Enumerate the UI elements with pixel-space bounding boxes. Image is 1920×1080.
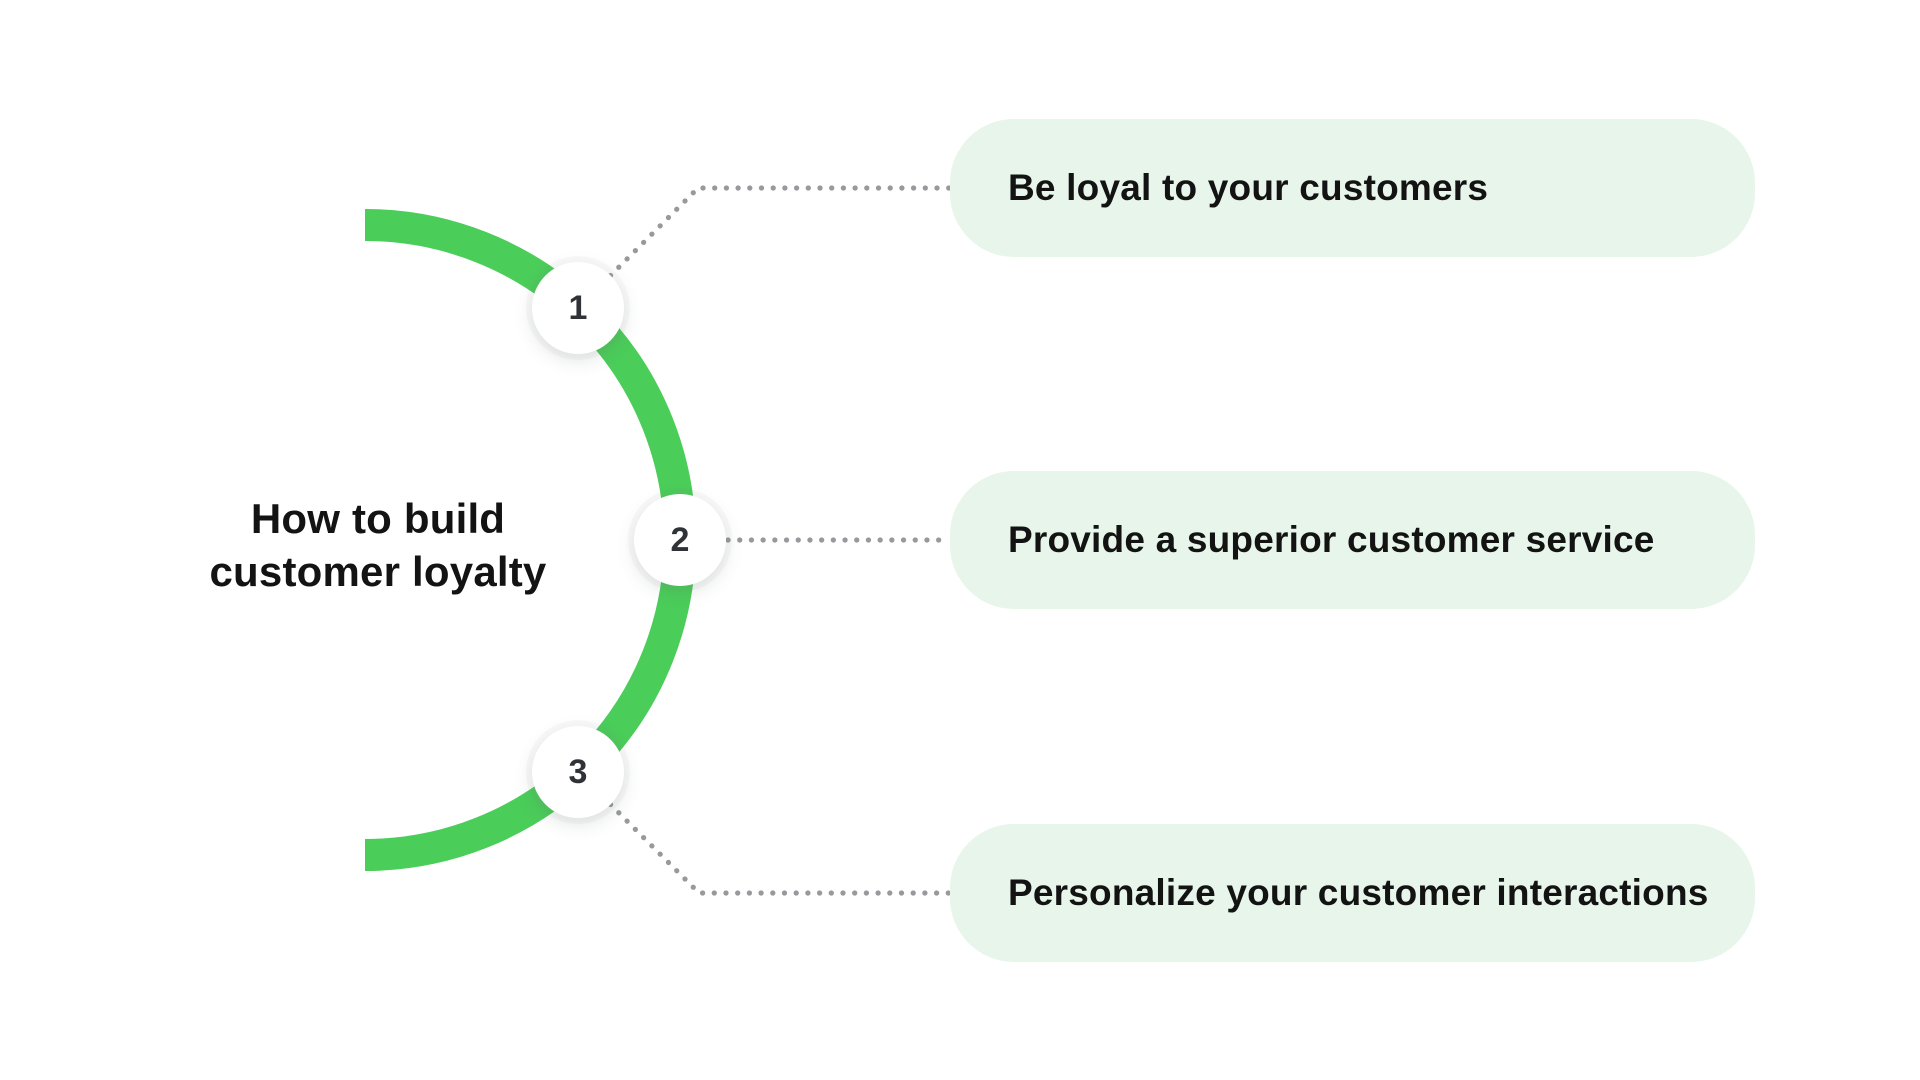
step-card-2: Provide a superior customer service — [950, 471, 1755, 609]
step-card-1: Be loyal to your customers — [950, 119, 1755, 257]
diagram-title: How to build customer loyalty — [128, 492, 628, 598]
diagram-title-line-1: How to build — [250, 495, 506, 542]
connector-line-3 — [607, 801, 953, 896]
diagram-title-line-2: customer loyalty — [209, 548, 547, 595]
step-label-2: Provide a superior customer service — [1008, 519, 1655, 560]
step-number-2: 2 — [670, 520, 690, 559]
step-circle-3: 3 — [532, 726, 624, 818]
step-number-3: 3 — [568, 752, 588, 791]
step-circle-1: 1 — [532, 262, 624, 354]
step-label-3: Personalize your customer interactions — [1008, 872, 1709, 913]
connector-line-1 — [607, 185, 953, 279]
step-label-1: Be loyal to your customers — [1008, 167, 1489, 208]
step-card-3: Personalize your customer interactions — [950, 824, 1755, 962]
step-circle-2: 2 — [634, 494, 726, 586]
step-number-1: 1 — [568, 288, 588, 327]
